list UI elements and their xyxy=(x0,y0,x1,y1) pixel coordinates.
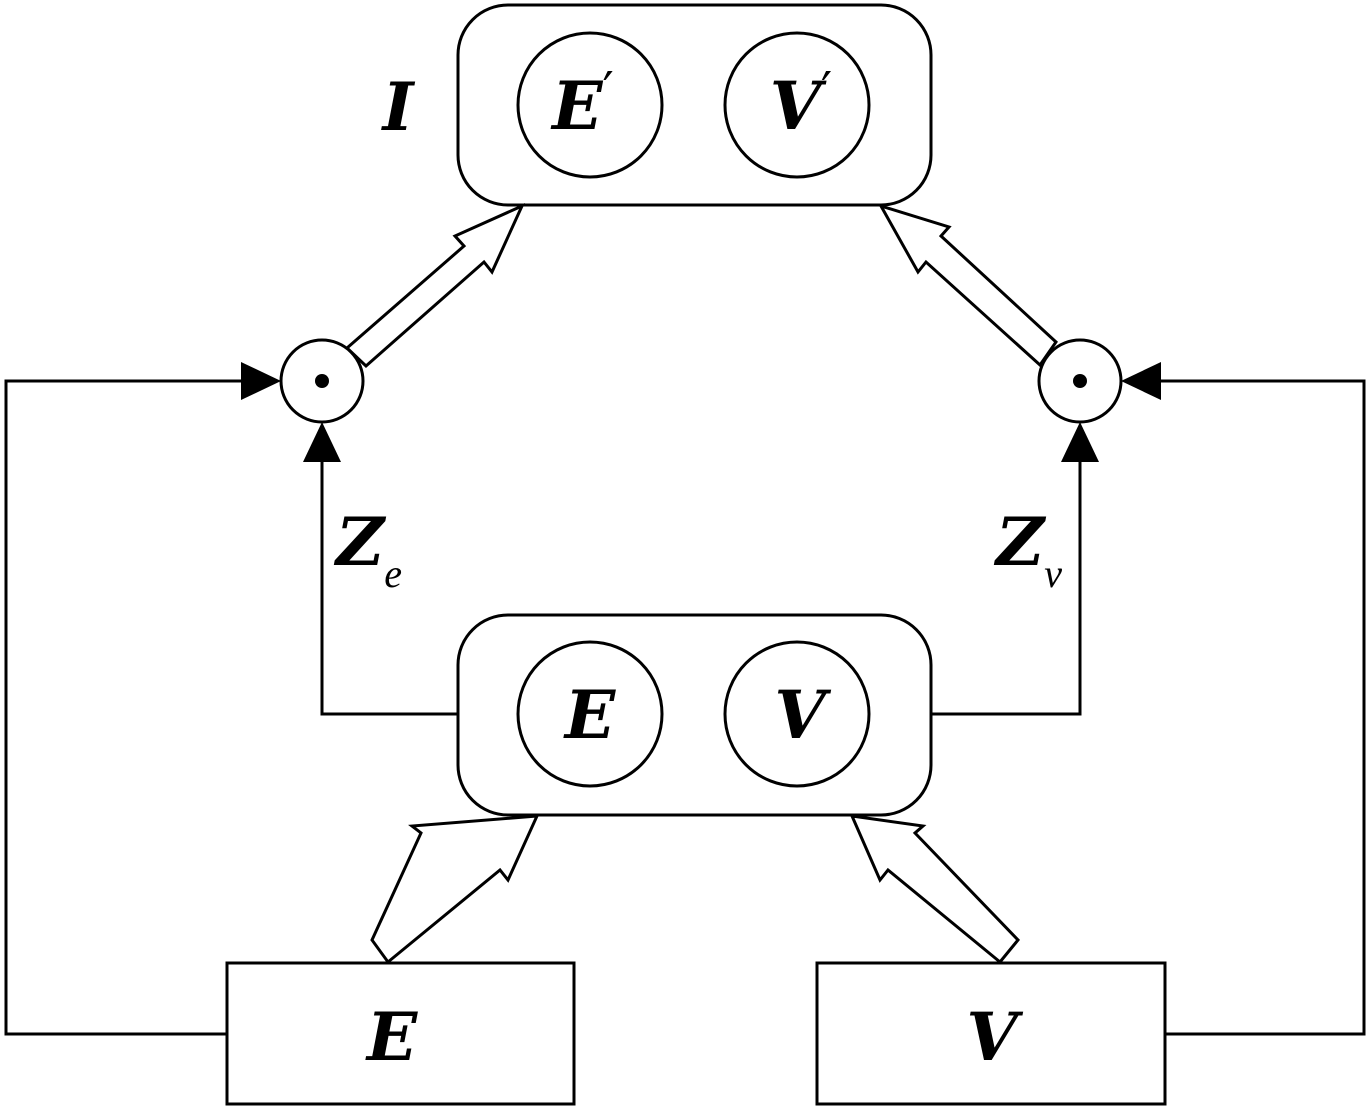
ze-line xyxy=(320,458,458,716)
ze-label: Ze xyxy=(333,503,402,596)
right-feedback-arrowhead xyxy=(1121,362,1161,400)
node-e-circle xyxy=(516,640,664,788)
output-group-I: E′ V′ I xyxy=(381,3,933,207)
ze-arrowhead xyxy=(303,422,341,462)
right-feedback-line xyxy=(1158,379,1366,1036)
node-e-label: E xyxy=(563,676,617,754)
left-output-block-arrow xyxy=(344,203,526,369)
node-v-prime-label: V′ xyxy=(770,61,833,145)
output-group-label: I xyxy=(381,68,416,146)
node-v-circle xyxy=(723,640,871,788)
zv-line xyxy=(931,458,1082,716)
encoder-group: E V xyxy=(456,613,933,817)
right-input-block-arrow xyxy=(849,814,1021,965)
left-product-dot xyxy=(315,374,329,388)
node-v-label: V xyxy=(774,676,831,754)
node-v-prime-circle xyxy=(723,31,871,179)
node-e-prime-label: E′ xyxy=(550,61,614,145)
zv-label: Zv xyxy=(993,503,1062,596)
right-output-block-arrow xyxy=(877,203,1058,368)
input-e: E xyxy=(225,961,576,1106)
input-e-box xyxy=(225,961,576,1106)
input-v-label: V xyxy=(966,998,1023,1076)
input-v: V xyxy=(815,961,1167,1106)
left-feedback-line xyxy=(4,379,245,1036)
right-product-operator xyxy=(1037,338,1123,424)
input-e-label: E xyxy=(365,998,419,1076)
left-feedback-arrowhead xyxy=(241,362,281,400)
zv-arrowhead xyxy=(1061,422,1099,462)
left-product-operator xyxy=(279,338,365,424)
right-product-dot xyxy=(1073,374,1087,388)
node-e-prime-circle xyxy=(516,31,664,179)
input-v-box xyxy=(815,961,1167,1106)
left-input-block-arrow xyxy=(370,814,540,965)
